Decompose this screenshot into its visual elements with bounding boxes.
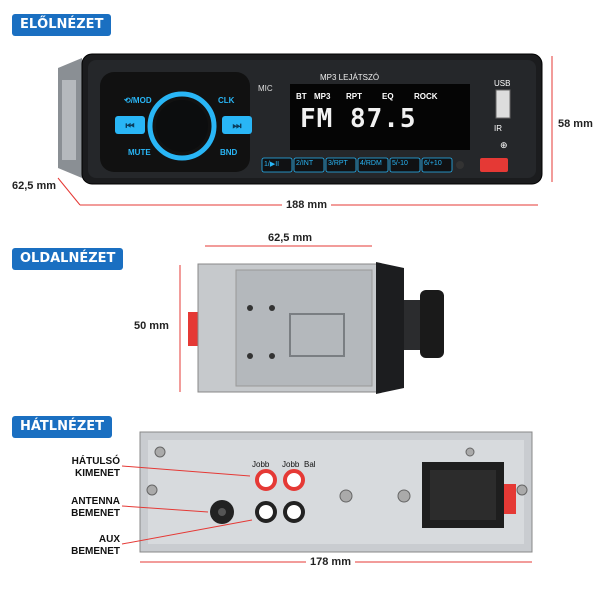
display-icon-mp3: MP3 <box>314 92 331 101</box>
back-screw-6 <box>465 447 475 457</box>
preset-label-1: 1/▶II <box>264 161 280 168</box>
preset-button-3[interactable] <box>325 157 357 173</box>
side-hole-4 <box>269 353 275 359</box>
usb-port[interactable] <box>495 89 511 119</box>
ir-sensor <box>456 161 464 169</box>
usb-charge-port[interactable] <box>480 158 508 172</box>
callout-line-rear <box>121 465 251 477</box>
display-icon-bt: BT <box>296 92 307 101</box>
volume-knob-ring <box>147 91 217 161</box>
rca-aux-right[interactable] <box>283 501 305 523</box>
ir-label: IR <box>494 124 502 133</box>
display-icon-rock: ROCK <box>414 92 438 101</box>
rca-label-2: Jobb <box>282 460 300 469</box>
side-depth-dimension: 62,5 mm <box>268 232 313 244</box>
knob-label-bnd: BND <box>220 148 238 157</box>
display-icon-eq: EQ <box>382 92 394 101</box>
side-panel <box>235 269 373 387</box>
knob-label-clk: CLK <box>218 96 235 105</box>
side-hole-2 <box>269 305 275 311</box>
back-screw-3 <box>339 489 353 503</box>
back-width-dimension: 178 mm <box>306 556 355 568</box>
preset-row <box>261 157 453 173</box>
iso-connector-inner <box>430 470 496 520</box>
preset-label-2: 2/INT <box>296 160 314 167</box>
usb-label: USB <box>494 79 511 88</box>
side-slot <box>289 313 345 357</box>
back-screw-4 <box>397 489 411 503</box>
side-bezel <box>376 262 404 394</box>
section-front-label: ELŐLNÉZET <box>12 14 112 36</box>
back-screw-2 <box>146 484 158 496</box>
side-knob-base <box>404 300 422 350</box>
rca-rear-right-2[interactable] <box>283 469 305 491</box>
preset-button-1[interactable] <box>261 157 293 173</box>
side-hole-1 <box>247 305 253 311</box>
prev-button[interactable] <box>115 116 145 134</box>
callout-antenna-input: ANTENNA BEMENET <box>71 496 120 519</box>
front-width-dimension: 188 mm <box>282 199 331 211</box>
preset-label-5: 5/-10 <box>392 160 408 167</box>
section-back-label: HÁTLNÉZET <box>12 416 113 438</box>
aux-icon: ⊕ <box>500 141 508 151</box>
volume-knob[interactable] <box>156 100 208 152</box>
preset-button-5[interactable] <box>389 157 421 173</box>
fuse <box>504 484 516 514</box>
antenna-pin <box>218 508 226 516</box>
display-icon-rpt: RPT <box>346 92 362 101</box>
front-depth-line <box>57 177 81 206</box>
section-side-label: OLDALNÉZET <box>12 248 124 270</box>
callout-aux-input: AUX BEMENET <box>71 534 120 557</box>
preset-button-4[interactable] <box>357 157 389 173</box>
rca-rear-right-1[interactable] <box>255 469 277 491</box>
callout-line-antenna <box>121 505 209 513</box>
callout-line-aux <box>121 519 253 545</box>
knob-label-mute: MUTE <box>128 148 151 157</box>
side-knob <box>420 290 444 358</box>
callout-rear-output: HÁTULSÓ KIMENET <box>71 456 120 479</box>
side-hole-3 <box>247 353 253 359</box>
rca-aux-left[interactable] <box>255 501 277 523</box>
preset-button-6[interactable] <box>421 157 453 173</box>
rca-label-3: Bal <box>304 460 316 469</box>
preset-label-4: 4/RDM <box>360 160 382 167</box>
display-frequency: FM 87.5 <box>300 104 417 134</box>
mic-label: MIC <box>258 84 273 93</box>
front-depth-dimension: 62,5 mm <box>12 180 57 192</box>
prev-icon: ⏮ <box>126 121 135 132</box>
next-button[interactable] <box>222 116 252 134</box>
knob-label-mod: ⟲/MOD <box>124 96 152 105</box>
preset-label-3: 3/RPT <box>328 160 348 167</box>
back-screw-1 <box>154 446 166 458</box>
preset-label-6: 6/+10 <box>424 160 442 167</box>
front-height-dimension: 58 mm <box>558 118 593 130</box>
display-title: MP3 LEJÁTSZÓ <box>320 73 380 82</box>
next-icon: ⏭ <box>233 121 242 132</box>
preset-button-2[interactable] <box>293 157 325 173</box>
lcd-display <box>290 84 470 150</box>
back-screw-5 <box>516 484 528 496</box>
rca-label-1: Jobb <box>252 460 270 469</box>
side-height-dimension: 50 mm <box>134 320 169 332</box>
front-side-plate <box>62 80 76 160</box>
